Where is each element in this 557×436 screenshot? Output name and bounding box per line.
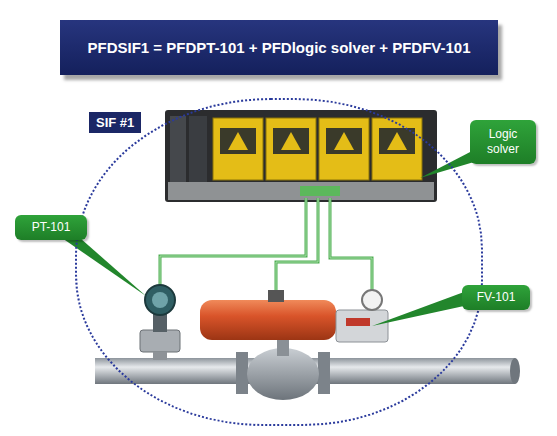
callout-pointer [372,292,464,326]
shutdown-valve [200,290,388,400]
pressure-transmitter [140,285,180,360]
callout-box: Logic solver [470,120,536,164]
callout-box: FV-101 [462,285,530,310]
formula-banner: PFDSIF1 = PFDPT-101 + PFDlogic solver + … [60,20,498,75]
sif-tag: SIF #1 [89,112,141,133]
callout-pointer [420,150,474,178]
callout-box: PT-101 [15,215,87,240]
signal-wire-highlight [160,198,372,292]
sif-boundary: SIF #1 [75,98,483,426]
formula-title: PFDSIF1 = PFDPT-101 + PFDlogic solver + … [87,39,470,56]
callout-label: Logic solver [475,127,531,157]
logic-solver-rack [165,110,437,202]
callout-label: FV-101 [477,290,516,305]
signal-wire [160,198,372,292]
callout-label: PT-101 [32,220,71,235]
